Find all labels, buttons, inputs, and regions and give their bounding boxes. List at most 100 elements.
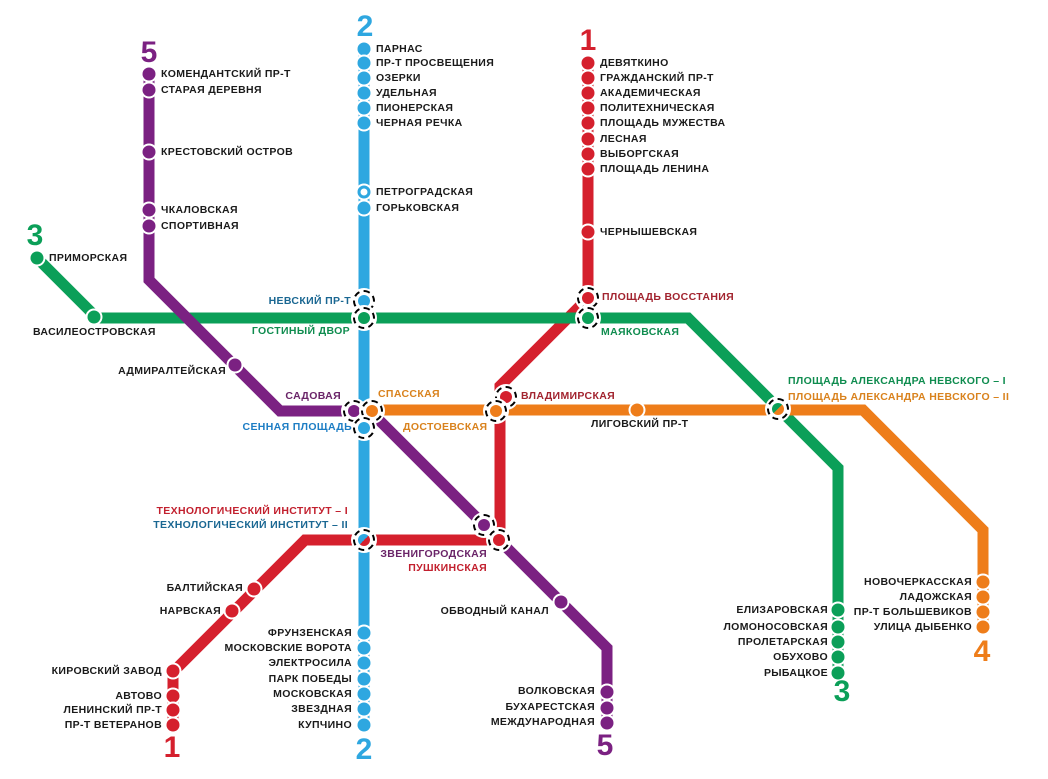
transfer-inner-dot <box>366 405 378 417</box>
station-dot <box>166 664 180 678</box>
station-dot <box>357 687 371 701</box>
station-label: ПР-Т ПРОСВЕЩЕНИЯ <box>376 56 495 69</box>
station-label: КИРОВСКИЙ ЗАВОД <box>51 664 162 677</box>
station-label: ЛИГОВСКИЙ ПР-Т <box>591 417 689 430</box>
station-label: ПЛОЩАДЬ АЛЕКСАНДРА НЕВСКОГО – II <box>788 390 1010 403</box>
station-dot <box>166 718 180 732</box>
line-number-badge: 1 <box>579 24 597 57</box>
station-label: ПЛОЩАДЬ МУЖЕСТВА <box>600 116 726 129</box>
station-dot <box>976 620 990 634</box>
transfer-inner-dot <box>500 391 512 403</box>
station-label: ВЛАДИМИРСКАЯ <box>521 389 616 402</box>
station-label: ТЕХНОЛОГИЧЕСКИЙ ИНСТИТУТ – II <box>153 518 348 531</box>
station-label: ПР-Т ВЕТЕРАНОВ <box>64 718 162 731</box>
station-dot <box>357 201 371 215</box>
station-dot <box>142 145 156 159</box>
station-dot <box>357 702 371 716</box>
line-3-path <box>33 254 844 676</box>
station-label: БАЛТИЙСКАЯ <box>166 581 243 594</box>
station-label: ПЛОЩАДЬ АЛЕКСАНДРА НЕВСКОГО – I <box>788 374 1006 387</box>
station-label: ПРИМОРСКАЯ <box>49 251 128 264</box>
station-dot <box>357 672 371 686</box>
station-dot <box>166 689 180 703</box>
line-number-badge: 2 <box>356 10 374 43</box>
station-dot <box>630 403 644 417</box>
station-dot <box>357 626 371 640</box>
station-label: ФРУНЗЕНСКАЯ <box>267 626 352 639</box>
station-dot <box>581 132 595 146</box>
station-dot <box>976 605 990 619</box>
station-label: ПЛОЩАДЬ ЛЕНИНА <box>600 162 710 175</box>
station-label: УДЕЛЬНАЯ <box>376 86 437 99</box>
station-label: СТАРАЯ ДЕРЕВНЯ <box>161 83 262 96</box>
transfer-station-dot <box>577 307 599 329</box>
station-dot <box>831 620 845 634</box>
transfer-station-dot <box>485 400 507 422</box>
station-label: ЛЕНИНСКИЙ ПР-Т <box>63 703 162 716</box>
station-label: НЕВСКИЙ ПР-Т <box>268 294 351 307</box>
station-dot <box>600 685 614 699</box>
station-label: ЭЛЕКТРОСИЛА <box>268 656 352 669</box>
line-number-badge: 3 <box>833 675 851 708</box>
transfer-station-dot <box>353 529 375 551</box>
station-dot <box>581 162 595 176</box>
line-number-badge: 1 <box>163 731 181 764</box>
station-label: ПИОНЕРСКАЯ <box>376 101 454 114</box>
station-label: АВТОВО <box>115 689 162 702</box>
line-number-badge: 3 <box>26 219 44 252</box>
transfer-inner-dot <box>348 405 360 417</box>
station-label: ТЕХНОЛОГИЧЕСКИЙ ИНСТИТУТ – I <box>156 504 348 517</box>
transfer-inner-dot <box>582 292 594 304</box>
station-label: КОМЕНДАНТСКИЙ ПР-Т <box>161 67 291 80</box>
station-label: КУПЧИНО <box>298 718 352 731</box>
station-label: ЛЕСНАЯ <box>600 132 647 145</box>
station-dot <box>357 116 371 130</box>
station-label: СЕННАЯ ПЛОЩАДЬ <box>242 420 352 433</box>
station-dot <box>581 225 595 239</box>
line-number-badge: 4 <box>973 635 991 668</box>
station-dot <box>581 101 595 115</box>
station-label: СПАССКАЯ <box>378 387 440 400</box>
station-dot <box>581 86 595 100</box>
station-label: ВЫБОРГСКАЯ <box>600 147 680 160</box>
station-label: КРЕСТОВСКИЙ ОСТРОВ <box>161 145 294 158</box>
station-dot <box>225 604 239 618</box>
station-dot <box>357 641 371 655</box>
station-label: ОЗЕРКИ <box>376 71 421 84</box>
station-dot <box>247 582 261 596</box>
station-dot <box>831 635 845 649</box>
station-dot <box>357 718 371 732</box>
station-dot <box>357 42 371 56</box>
station-dot <box>976 590 990 604</box>
station-label: ВОЛКОВСКАЯ <box>518 684 595 697</box>
transfer-inner-dot <box>358 312 370 324</box>
transfer-inner-dot <box>772 403 784 415</box>
line-5-path <box>143 68 613 727</box>
station-dot <box>228 358 242 372</box>
station-label: ЧКАЛОВСКАЯ <box>161 203 238 216</box>
transfer-station-dot <box>473 514 495 536</box>
station-label: ЛОМОНОСОВСКАЯ <box>723 620 828 633</box>
station-label: НОВОЧЕРКАССКАЯ <box>864 575 972 588</box>
station-label: ПРОЛЕТАРСКАЯ <box>737 635 828 648</box>
station-label: МАЯКОВСКАЯ <box>601 325 680 338</box>
station-label: ПЛОЩАДЬ ВОССТАНИЯ <box>602 290 735 303</box>
station-dot <box>976 575 990 589</box>
station-label: РЫБАЦКОЕ <box>763 666 828 679</box>
station-dot <box>581 71 595 85</box>
transfer-station-dot <box>353 417 375 439</box>
station-dot <box>357 86 371 100</box>
station-label: ГРАЖДАНСКИЙ ПР-Т <box>600 71 714 84</box>
line-number-badge: 5 <box>140 36 158 69</box>
station-label: СПОРТИВНАЯ <box>161 219 239 232</box>
station-label: ПОЛИТЕХНИЧЕСКАЯ <box>600 101 715 114</box>
station-label: ЧЕРНЫШЕВСКАЯ <box>600 225 698 238</box>
station-dot <box>166 703 180 717</box>
station-label: ГОРЬКОВСКАЯ <box>376 201 460 214</box>
station-dot <box>831 650 845 664</box>
station-dot <box>831 603 845 617</box>
station-label: АДМИРАЛТЕЙСКАЯ <box>118 364 226 377</box>
station-dot <box>581 116 595 130</box>
transfer-station-dot <box>577 287 599 309</box>
